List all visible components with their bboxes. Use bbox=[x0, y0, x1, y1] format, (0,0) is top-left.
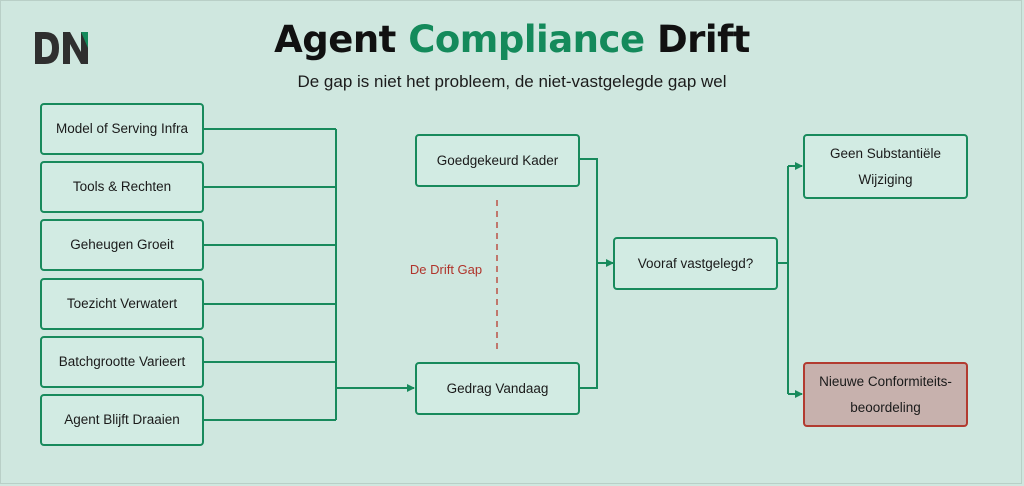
outcome-new-assessment-line-1: Nieuwe Conformiteits- bbox=[819, 373, 952, 389]
input-label-1: Model of Serving Infra bbox=[55, 121, 189, 137]
page-title: Agent Compliance Drift bbox=[0, 18, 1024, 61]
behavior-today-box: Gedrag Vandaag bbox=[415, 362, 580, 415]
decision-label: Vooraf vastgelegd? bbox=[637, 255, 754, 271]
behavior-today-label: Gedrag Vandaag bbox=[446, 380, 549, 396]
input-box-4: Toezicht Verwatert bbox=[40, 278, 204, 330]
page-subtitle: De gap is niet het probleem, de niet-vas… bbox=[297, 72, 727, 91]
approved-frame-label: Goedgekeurd Kader bbox=[436, 152, 559, 168]
outcome-no-change-line-1: Geen Substantiële bbox=[829, 145, 942, 161]
connector-frame bbox=[579, 158, 598, 263]
connector-behavior bbox=[579, 263, 598, 389]
approved-frame-box: Goedgekeurd Kader bbox=[415, 134, 580, 187]
input-label-3: Geheugen Groeit bbox=[70, 237, 174, 253]
outcome-new-assessment-text: Nieuwe Conformiteits- beoordeling bbox=[819, 369, 952, 420]
input-box-5: Batchgrootte Varieert bbox=[40, 336, 204, 388]
outcome-no-change-line-2: Wijziging bbox=[858, 171, 913, 187]
input-label-6: Agent Blijft Draaien bbox=[64, 412, 180, 428]
outcome-new-assessment-box: Nieuwe Conformiteits- beoordeling bbox=[803, 362, 968, 427]
outcome-no-change-box: Geen Substantiële Wijziging bbox=[803, 134, 968, 199]
input-box-6: Agent Blijft Draaien bbox=[40, 394, 204, 446]
outcome-no-change-text: Geen Substantiële Wijziging bbox=[830, 141, 941, 192]
title-part-2: Drift bbox=[644, 18, 750, 61]
input-box-1: Model of Serving Infra bbox=[40, 103, 204, 155]
decision-box: Vooraf vastgelegd? bbox=[613, 237, 778, 290]
input-label-4: Toezicht Verwatert bbox=[66, 296, 178, 312]
outcome-new-assessment-line-2: beoordeling bbox=[850, 399, 921, 415]
input-box-3: Geheugen Groeit bbox=[40, 219, 204, 271]
input-label-2: Tools & Rechten bbox=[72, 179, 172, 195]
title-part-1: Agent bbox=[274, 18, 409, 61]
input-label-5: Batchgrootte Varieert bbox=[58, 354, 186, 370]
drift-gap-label: De Drift Gap bbox=[409, 262, 483, 277]
title-accent: Compliance bbox=[408, 18, 645, 61]
input-box-2: Tools & Rechten bbox=[40, 161, 204, 213]
dn-logo bbox=[35, 32, 88, 64]
